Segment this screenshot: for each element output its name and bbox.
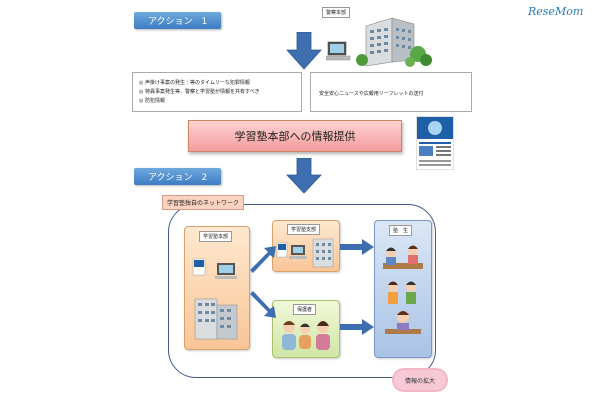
cloud-text: 情報の拡大 (404, 377, 435, 385)
main-banner-text: 学習塾本部への情報提供 (234, 130, 356, 143)
network-tag: 学習塾独自のネットワーク (162, 195, 245, 210)
action-2-badge: アクション 2 (134, 168, 222, 185)
students-label: 塾 生 (389, 225, 413, 236)
down-arrow-2 (286, 158, 322, 194)
main-banner: 学習塾本部への情報提供 (188, 120, 402, 152)
branch-illustration (276, 238, 334, 268)
info-item-2: 特異事案発生等、警察と学習塾が情報を共有すべき (139, 88, 301, 95)
branch-node: 学習塾支部 (272, 220, 340, 272)
building-icon (365, 17, 415, 67)
students-icon (383, 245, 423, 334)
info-box-right: 安全安心ニュースや広報用リーフレットの送付 (310, 72, 472, 112)
hq-node: 学習塾本部 (184, 226, 250, 350)
branch-label: 学習塾支部 (287, 224, 321, 235)
hq-illustration (192, 258, 238, 340)
arrow-hq-to-guardian (250, 291, 276, 318)
action-1-badge: アクション 1 (134, 12, 222, 29)
building-icon (312, 238, 334, 268)
arrow-hq-to-branch (250, 246, 276, 273)
arrow-branch-to-students (340, 239, 374, 255)
resemom-logo: ReseMom (528, 5, 584, 18)
arrow-guardian-to-students (340, 319, 374, 335)
info-box-left: 声掛け事案の発生｜等のタイムリーな犯罪情報 特異事案発生等、警察と学習塾が情報を… (132, 72, 302, 112)
computer-icon (289, 245, 307, 259)
police-hq-label: 警察本部 (322, 7, 351, 18)
computer-icon (215, 263, 237, 279)
leaflet-icon (416, 116, 454, 170)
info-expansion-cloud: 情報の拡大 (394, 370, 446, 390)
students-node: 塾 生 (374, 220, 432, 358)
leaflet-icon (192, 258, 206, 276)
police-building-icon (326, 17, 432, 67)
info-right-text: 安全安心ニュースや広報用リーフレットの送付 (319, 91, 424, 97)
hq-label: 学習塾本部 (199, 231, 233, 242)
leaflet-icon (276, 242, 288, 258)
info-item-3: 防犯情報 (139, 97, 301, 104)
building-icon (194, 298, 238, 340)
info-item-1: 声掛け事案の発生｜等のタイムリーな犯罪情報 (139, 79, 301, 86)
guardian-label: 保護者 (293, 304, 317, 315)
computer-icon (326, 41, 351, 61)
network-arrows (250, 239, 374, 335)
guardian-node: 保護者 (272, 300, 340, 358)
down-arrow-1 (286, 32, 322, 70)
parents-icon (282, 321, 330, 350)
